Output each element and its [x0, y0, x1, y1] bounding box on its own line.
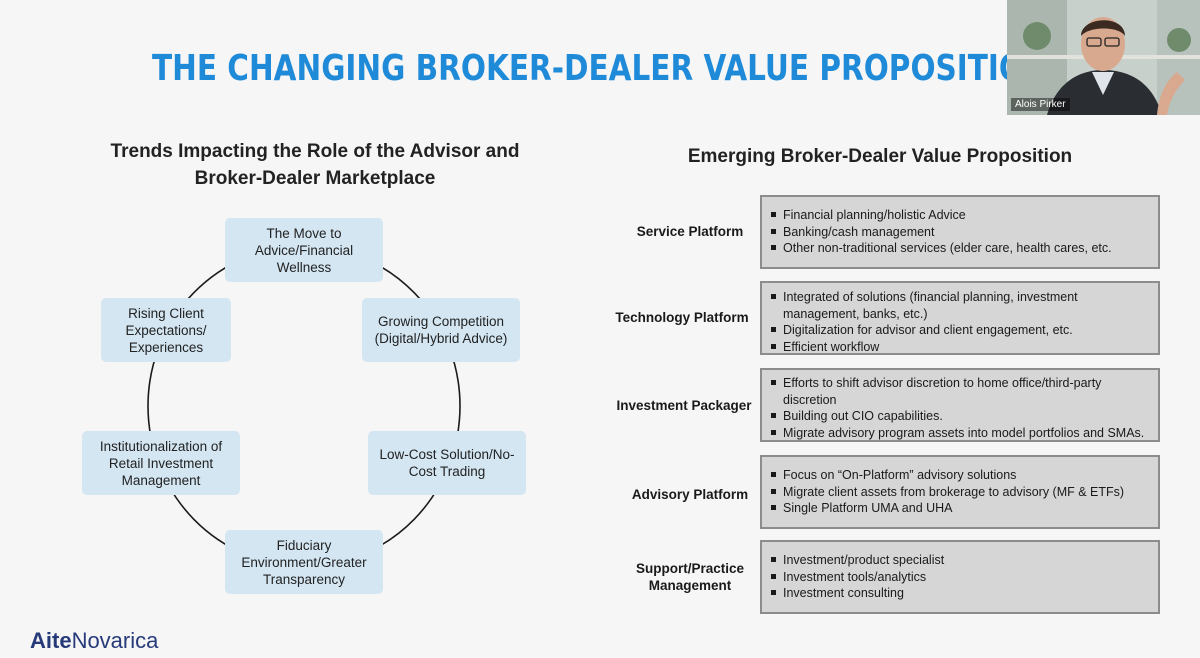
bullet-item: Investment tools/analytics — [770, 569, 1150, 586]
cycle-node-competition: Growing Competition (Digital/Hybrid Advi… — [362, 298, 520, 362]
bullet-list: Efforts to shift advisor discretion to h… — [770, 375, 1150, 441]
company-logo: AiteNovarica — [30, 628, 158, 654]
bullet-item: Migrate client assets from brokerage to … — [770, 484, 1150, 501]
video-tile[interactable]: Alois Pirker — [1007, 0, 1200, 115]
cycle-node-advice: The Move to Advice/Financial Wellness — [225, 218, 383, 282]
bullet-item: Banking/cash management — [770, 224, 1150, 241]
bullet-item: Investment consulting — [770, 585, 1150, 602]
row-label-support-practice: Support/Practice Management — [635, 561, 745, 593]
participant-video-frame — [1007, 0, 1200, 115]
row-label-technology-platform: Technology Platform — [615, 310, 749, 325]
bullet-item: Efforts to shift advisor discretion to h… — [770, 375, 1150, 408]
bullet-item: Focus on “On-Platform” advisory solution… — [770, 467, 1150, 484]
vp-box-support-practice: Investment/product specialist Investment… — [760, 540, 1160, 614]
right-heading: Emerging Broker-Dealer Value Proposition — [687, 146, 1073, 167]
vp-box-service-platform: Financial planning/holistic Advice Banki… — [760, 195, 1160, 269]
vp-box-investment-packager: Efforts to shift advisor discretion to h… — [760, 368, 1160, 442]
logo-regular: Novarica — [71, 628, 159, 653]
slide-title: THE CHANGING BROKER-DEALER VALUE PROPOSI… — [151, 48, 1049, 89]
bullet-list: Financial planning/holistic Advice Banki… — [770, 207, 1150, 257]
left-heading: Trends Impacting the Role of the Advisor… — [110, 141, 520, 189]
bullet-list: Integrated of solutions (financial plann… — [770, 289, 1150, 355]
cycle-node-client-expectations: Rising Client Expectations/ Experiences — [101, 298, 231, 362]
row-label-service-platform: Service Platform — [636, 224, 744, 239]
cycle-node-low-cost: Low-Cost Solution/No- Cost Trading — [368, 431, 526, 495]
bullet-item: Investment/product specialist — [770, 552, 1150, 569]
vp-box-advisory-platform: Focus on “On-Platform” advisory solution… — [760, 455, 1160, 529]
participant-name: Alois Pirker — [1011, 98, 1070, 111]
bullet-item: Single Platform UMA and UHA — [770, 500, 1150, 517]
bullet-item: Financial planning/holistic Advice — [770, 207, 1150, 224]
logo-bold: Aite — [30, 628, 72, 653]
bullet-item: Building out CIO capabilities. — [770, 408, 1150, 425]
cycle-node-institutionalization: Institutionalization of Retail Investmen… — [82, 431, 240, 495]
row-label-investment-packager: Investment Packager — [616, 398, 752, 413]
cycle-ring — [147, 245, 461, 567]
row-label-advisory-platform: Advisory Platform — [631, 487, 749, 502]
bullet-item: Migrate advisory program assets into mod… — [770, 425, 1150, 442]
bullet-list: Focus on “On-Platform” advisory solution… — [770, 467, 1150, 517]
bullet-item: Other non-traditional services (elder ca… — [770, 240, 1150, 257]
vp-box-technology-platform: Integrated of solutions (financial plann… — [760, 281, 1160, 355]
bullet-item: Digitalization for advisor and client en… — [770, 322, 1150, 339]
bullet-list: Investment/product specialist Investment… — [770, 552, 1150, 602]
bullet-item: Integrated of solutions (financial plann… — [770, 289, 1150, 322]
cycle-node-fiduciary: Fiduciary Environment/Greater Transparen… — [225, 530, 383, 594]
bullet-item: Efficient workflow — [770, 339, 1150, 356]
